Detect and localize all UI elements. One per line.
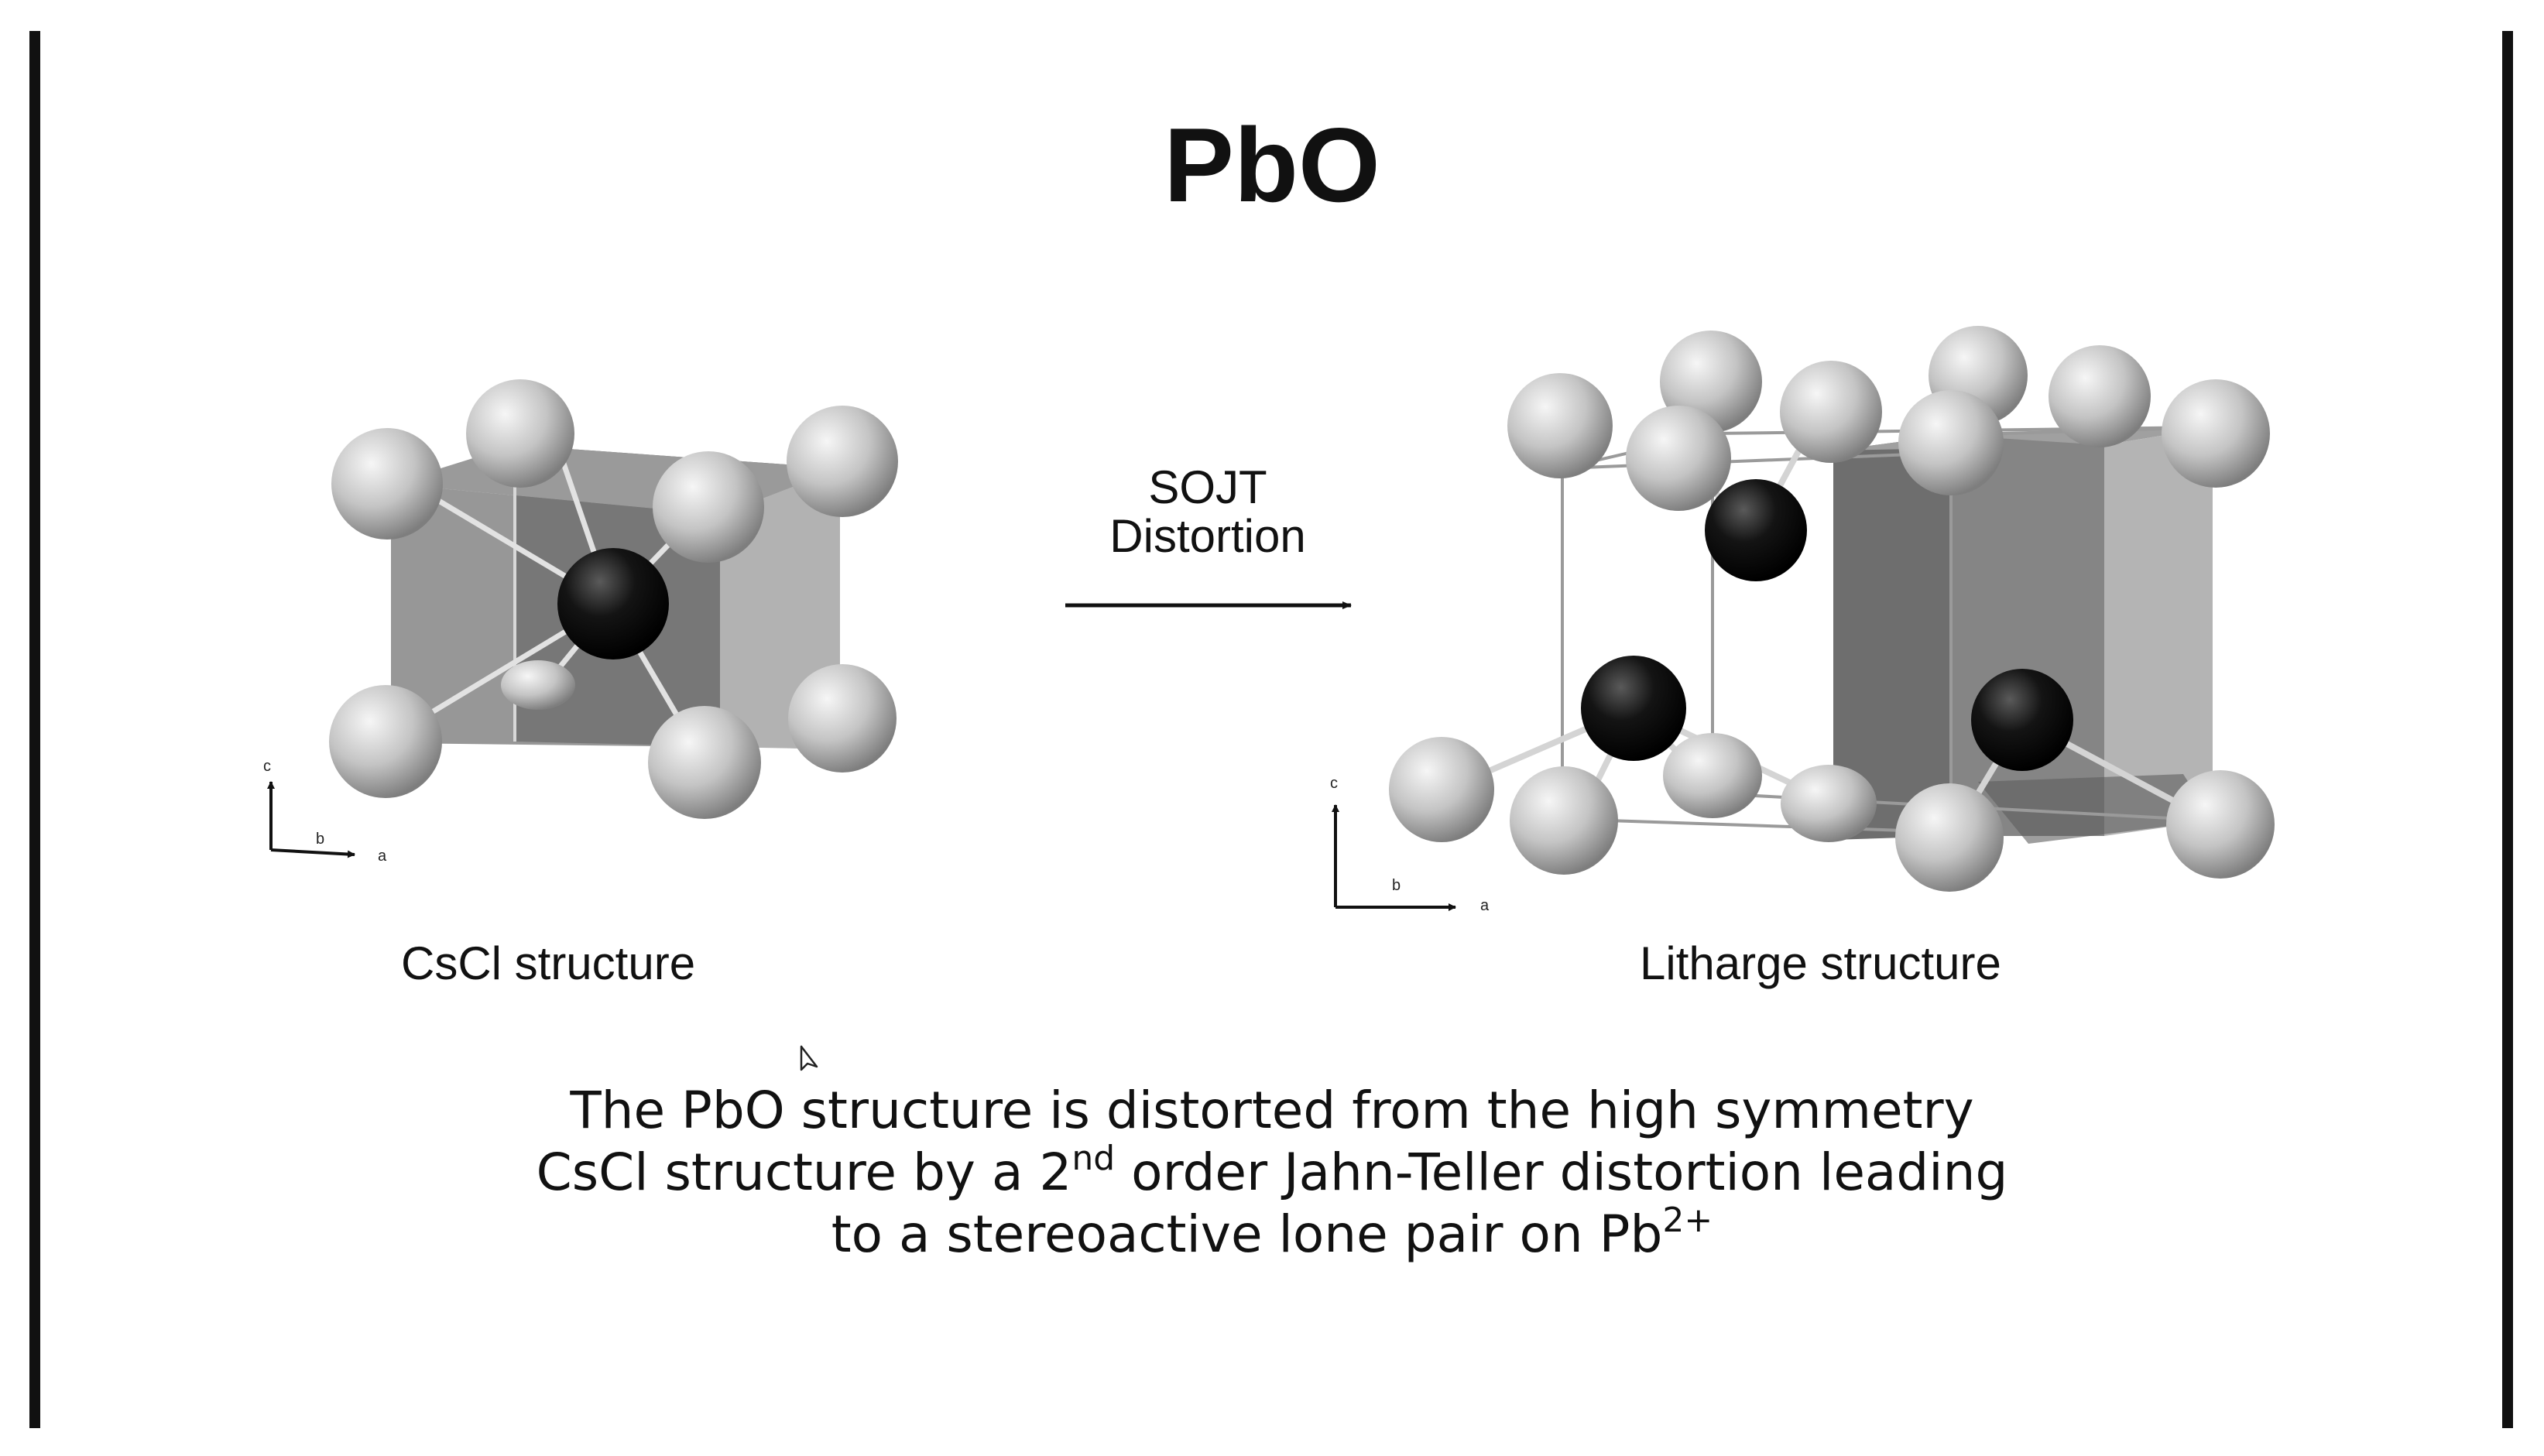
description-line-3-sup: 2+ [1662,1201,1713,1240]
litharge-o-atom-bottom-mid [1895,783,2004,892]
axis-label-a: a [378,848,387,865]
litharge-o-atom-bottom-left [1510,766,1618,875]
axis-label-b: b [1392,877,1401,894]
description-line-2-post: order Jahn-Teller distortion leading [1115,1143,2008,1202]
description-line-3: to a stereoactive lone pair on Pb2+ [0,1204,2544,1266]
cscl-o-atom-front-bottom-left [329,685,442,798]
litharge-o-atom-top-mid [1626,406,1731,511]
axis-label-c: c [1330,775,1338,792]
sojt-distortion-label: SOJT Distortion [1053,463,1363,560]
description-line-2-pre: CsCl structure by a 2 [536,1143,1072,1202]
description-line-2-sup: nd [1071,1139,1116,1178]
cscl-lone-pair [501,660,575,710]
litharge-o-atom-back-4 [1780,361,1882,463]
description: The PbO structure is distorted from the … [0,1080,2544,1266]
litharge-o-atom-top-right [2162,379,2270,488]
cscl-o-atom-back-top [466,379,574,488]
litharge-lone-pair-lower [1663,733,1762,818]
litharge-axis-triad: c b a [1330,775,1490,914]
right-border [2502,31,2513,1428]
litharge-polyhedron-right [2104,427,2213,836]
litharge-lone-pair-right [1781,765,1877,842]
litharge-polyhedron-side [1833,435,1951,840]
cscl-o-atom-back-bottom-right [788,664,897,773]
cscl-o-atom-front-bottom-right [648,706,761,819]
description-line-2: CsCl structure by a 2nd order Jahn-Telle… [0,1142,2544,1204]
cursor-icon [800,1045,818,1071]
left-border [29,31,40,1428]
page-title: PbO [1164,106,1380,224]
cscl-o-atom-front-top-left [331,428,443,540]
axis-label-a: a [1480,897,1490,914]
cscl-pb-atom-center [557,548,669,659]
litharge-polyhedron-front [1951,435,2104,836]
description-line-1: The PbO structure is distorted from the … [570,1081,1974,1140]
litharge-pb-atom-right [1971,669,2073,771]
litharge-o-atom-top-left [1507,373,1613,478]
litharge-caption: Litharge structure [1640,937,2001,989]
litharge-o-atom-back-3 [2049,345,2151,447]
arrow-label-line2: Distortion [1109,510,1306,562]
litharge-structure [1389,326,2275,892]
litharge-o-atom-bottom-right [2166,770,2275,879]
litharge-pb-atom-upper [1705,479,1807,581]
axis-label-c: c [263,758,271,775]
description-line-3-pre: to a stereoactive lone pair on Pb [831,1204,1663,1264]
arrow-label-line1: SOJT [1148,461,1267,513]
litharge-o-atom-bottom-far-left [1389,737,1494,842]
litharge-pb-atom-lower [1581,656,1686,761]
litharge-o-atom-top-right-mid [1898,390,2004,495]
cscl-caption: CsCl structure [401,937,696,989]
cscl-structure [329,379,898,819]
cscl-axis-triad: c b a [263,758,387,865]
cscl-front-face [391,484,720,747]
axis-label-b: b [316,831,324,848]
cscl-o-atom-back-top-right [787,406,898,517]
cscl-o-atom-front-top-right [653,451,764,563]
